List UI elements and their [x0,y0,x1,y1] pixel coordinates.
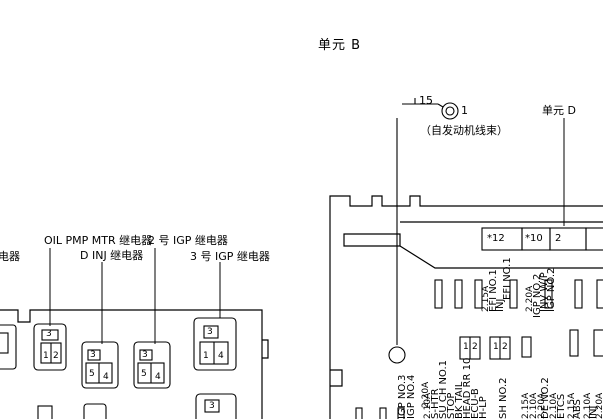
fuse-box-label: *10 [525,233,543,244]
fuse-label: IGP NO.4 [406,375,417,419]
fuse-amperage-label: 2.20A [525,285,535,312]
fuse-label: EFI NO.1 [502,257,513,300]
fuse-slots-lower [355,407,405,419]
relay-leaders [49,248,221,344]
fuse-box-label: 2 [555,233,562,244]
pin-label: 1 [43,351,49,361]
fuse-label: DE NO.2 [540,377,551,419]
fuse-box-row [481,227,603,251]
fuse-amperage-label: 2.10A [583,392,593,419]
fuse-slots-middle [459,329,603,360]
pin-label: 4 [218,351,224,361]
pin-label: 4 [103,372,109,382]
fuse-amperage-label: 2.10A [549,392,559,419]
pin-label: 5 [89,369,95,379]
connector-15 [388,98,459,364]
fuse-label: SH NO.2 [498,377,509,419]
left-edge-relay [0,324,17,370]
pin-label: 2 [502,342,508,352]
fuse-label: HEAD RR 10 [462,358,473,419]
fuse-label: ECU-B [470,388,481,419]
fuse-amperage-label: 2.15A [481,285,491,312]
unit-d-label: 单元 D [542,104,576,117]
connector-pin-label: 1 [461,104,468,117]
relay-label-oil-pmp-mtr: OIL PMP MTR 继电器 [44,234,153,247]
pin-label: 1 [203,351,209,361]
fuse-label: SU CH NO.1 [438,360,449,419]
fuse-label: IGP NO.3 [397,375,408,419]
fuse-label: H-LP [478,396,489,419]
pin-label: 5 [141,369,147,379]
fuse-label: INJ [495,299,506,312]
pin-label: 2 [472,342,478,352]
relay-label-left-cut: 电器 [0,250,20,263]
fuse-amperage-label: 2.20A [595,392,603,419]
fuse-label: INV W/P [539,272,550,312]
fuse-amperage-label: 2.10A [529,392,539,419]
fuse-amperage-label: 2.15A [567,392,577,419]
fuse-label: EFI NO.1 [488,269,499,312]
unit-b-body [329,195,603,419]
relay-d-inj [81,341,119,389]
pin-label: 3 [142,350,148,360]
relay-igp-3 [193,317,237,371]
relay-oil-pmp-mtr [33,323,67,371]
bottom-relays [37,393,237,419]
fuse-label: IGP NO.2 [532,274,543,318]
fuse-amperage-label: 2.20A [421,381,431,408]
pin-label: 1 [463,342,469,352]
fuse-label: ETCS [556,394,567,419]
pin-label: 3 [90,350,96,360]
relay-label-igp-3: 3 号 IGP 继电器 [190,250,270,263]
diagram-title: 单元 B [318,38,362,53]
relay-label-igp-2: 2 号 IGP 继电器 [148,234,228,247]
pin-label: 4 [155,372,161,382]
fuse-label: STOP [446,393,457,419]
relay-igp-2 [133,341,171,389]
relay-label-d-inj: D INJ 继电器 [80,249,144,262]
fuse-label: ABS [572,399,583,419]
fuse-label: INJ [588,406,599,419]
fuse-label: S-HTR [430,388,441,419]
pin-label: 1 [493,342,499,352]
fuse-slots-upper [434,279,603,309]
pin-label: 3 [46,329,52,339]
pin-label: 3 [209,401,215,411]
fuse-label: IGP NO.2 [546,268,557,312]
fuse-amperage-label: 2.15A [521,392,531,419]
fuse-amperage-label: 2.10A [423,392,433,419]
connector-number-label: 15 [419,94,433,107]
pin-label: 3 [207,327,213,337]
pin-label: 2 [53,351,59,361]
fuse-box-label: *12 [487,233,505,244]
fuse-label: BK TAIL [454,381,465,419]
left-relay-block [0,309,269,419]
fuse-amperage-label: 2.20A [537,392,547,419]
starter-harness-label: （自发动机线束） [420,124,508,137]
